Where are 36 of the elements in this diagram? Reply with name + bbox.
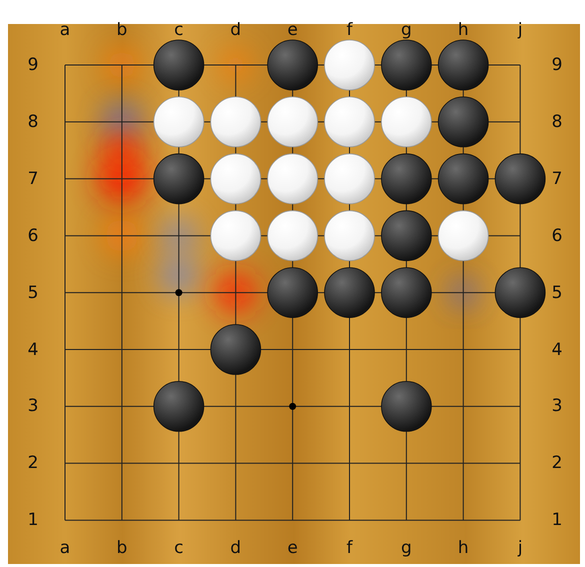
coordinate-label: j	[516, 20, 524, 40]
coordinate-label: h	[456, 20, 470, 40]
coordinate-label: 5	[550, 282, 564, 303]
coordinate-label: g	[400, 538, 413, 558]
coordinate-label: 3	[26, 396, 40, 416]
coordinate-label: e	[286, 20, 299, 40]
coordinate-label: d	[229, 20, 242, 40]
coordinate-label: 5	[26, 282, 40, 303]
coordinate-label: 3	[550, 396, 564, 416]
coordinate-label: b	[115, 538, 128, 558]
coordinate-label: j	[516, 538, 524, 558]
coordinate-label: 9	[550, 55, 564, 75]
coordinate-label: f	[346, 20, 354, 40]
coordinate-label: a	[58, 20, 72, 40]
coordinate-label: 1	[26, 510, 40, 530]
coordinate-label: 2	[26, 453, 40, 474]
coordinate-label: c	[173, 20, 184, 40]
coordinate-label: 4	[550, 340, 564, 360]
coordinate-label: c	[173, 538, 184, 558]
coordinate-label: 4	[26, 340, 40, 360]
coordinate-label: 8	[550, 112, 564, 132]
coordinate-label: 7	[550, 168, 564, 189]
coordinate-label: 6	[550, 226, 564, 246]
coordinate-label: 1	[550, 510, 564, 530]
coordinate-label: a	[58, 538, 72, 558]
coordinate-label: h	[456, 538, 470, 558]
coordinate-label: 7	[26, 168, 40, 189]
coordinate-label: 2	[550, 453, 564, 474]
coordinate-label: b	[115, 20, 128, 40]
coordinate-label: e	[286, 538, 299, 558]
coordinate-label: 9	[26, 55, 40, 75]
coordinate-label: 8	[26, 112, 40, 132]
coordinate-label: f	[346, 538, 354, 558]
coordinate-label: d	[229, 538, 242, 558]
coordinate-label: 6	[26, 226, 40, 246]
coordinate-label: g	[400, 20, 413, 40]
